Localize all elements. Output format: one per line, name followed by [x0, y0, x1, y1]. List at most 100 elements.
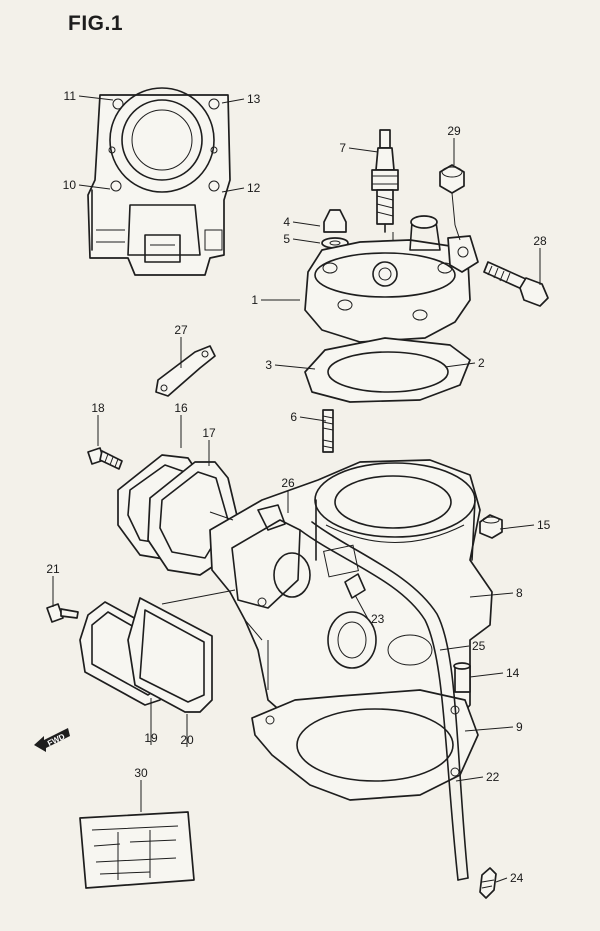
callout-number-3: 3: [265, 358, 272, 372]
callout-number-17: 17: [202, 426, 216, 440]
callout-2: 2: [444, 356, 485, 370]
callout-leader-11: [78, 95, 114, 101]
callout-number-5: 5: [283, 232, 290, 246]
reed-cover-screw: [46, 603, 79, 623]
callout-number-25: 25: [472, 639, 486, 653]
callout-11: 11: [64, 89, 114, 103]
callout-3: 3: [265, 358, 316, 372]
callout-1: 1: [251, 293, 300, 307]
callout-21: 21: [46, 562, 60, 607]
callout-number-23: 23: [371, 612, 385, 626]
callout-number-30: 30: [134, 766, 148, 780]
callout-number-9: 9: [516, 720, 523, 734]
callout-23: 23: [354, 594, 385, 626]
spark-plug: [371, 129, 399, 233]
callout-8: 8: [469, 586, 523, 600]
callout-number-24: 24: [510, 871, 524, 885]
callout-leader-15: [499, 524, 535, 530]
callout-number-26: 26: [281, 476, 295, 490]
callout-16: 16: [174, 401, 188, 448]
oil-hose: [299, 521, 469, 881]
service-manual: [79, 811, 195, 889]
callout-leader-24: [495, 877, 508, 883]
reed-bolt: [87, 447, 123, 470]
callout-leader-25: [439, 645, 470, 651]
callout-28: 28: [533, 234, 547, 285]
cylinder-head: [304, 215, 479, 343]
callout-9: 9: [464, 720, 523, 734]
callout-number-29: 29: [447, 124, 461, 138]
head-gasket: [304, 337, 471, 403]
callout-leader-9: [464, 726, 514, 732]
callout-number-20: 20: [180, 733, 194, 747]
callout-leader-10: [78, 184, 111, 190]
callout-number-10: 10: [63, 178, 77, 192]
callout-19: 19: [144, 698, 158, 745]
cylinder-stud: [322, 409, 334, 453]
callout-number-11: 11: [64, 89, 77, 103]
callout-number-2: 2: [478, 356, 485, 370]
callout-leader-14: [469, 672, 504, 678]
fwd-label: FWD: [46, 732, 67, 748]
callout-25: 25: [439, 639, 486, 653]
callout-29: 29: [447, 124, 461, 165]
cylinder-nut: [479, 514, 503, 539]
callout-30: 30: [134, 766, 148, 812]
reed-valve-gasket: [127, 597, 213, 713]
callout-leader-23: [354, 594, 369, 620]
callout-number-4: 4: [283, 215, 290, 229]
callout-number-16: 16: [174, 401, 188, 415]
callout-14: 14: [469, 666, 520, 680]
head-bolt: [483, 261, 549, 307]
cylinder-base-gasket: [251, 689, 479, 801]
callout-number-21: 21: [46, 562, 60, 576]
callout-number-13: 13: [247, 92, 261, 106]
callout-number-19: 19: [144, 731, 158, 745]
callout-26: 26: [281, 476, 295, 513]
callout-18: 18: [91, 401, 105, 446]
callout-17: 17: [202, 426, 216, 466]
callout-24: 24: [495, 871, 524, 885]
callout-leader-12: [221, 187, 245, 193]
callout-number-8: 8: [516, 586, 523, 600]
callout-leader-8: [469, 592, 514, 598]
callout-leader-3: [274, 364, 316, 370]
callout-leader-5: [292, 238, 321, 244]
callout-number-7: 7: [339, 141, 346, 155]
cable-bracket: [155, 345, 216, 397]
head-nut: [439, 164, 465, 226]
callout-10: 10: [63, 178, 111, 192]
callout-leader-2: [444, 362, 476, 368]
callout-7: 7: [339, 141, 379, 155]
callout-5: 5: [283, 232, 321, 246]
callout-13: 13: [221, 92, 261, 106]
callout-number-15: 15: [537, 518, 551, 532]
callout-leader-13: [221, 98, 245, 104]
callout-leader-4: [292, 221, 321, 227]
callout-number-14: 14: [506, 666, 520, 680]
callout-15: 15: [499, 518, 551, 532]
callout-number-18: 18: [91, 401, 105, 415]
cylinder-head-top-view: [87, 87, 231, 276]
hose-fitting: [479, 867, 497, 899]
callout-leader-7: [348, 147, 379, 153]
assembly-lines: [161, 224, 461, 605]
callout-4: 4: [283, 215, 321, 229]
callout-number-22: 22: [486, 770, 500, 784]
callout-leader-6: [299, 416, 327, 422]
callout-number-6: 6: [290, 410, 297, 424]
callout-leader-22: [455, 776, 484, 782]
cap-nut-and-washer: [321, 209, 349, 249]
forward-arrow-icon: FWD: [34, 728, 70, 752]
callout-27: 27: [174, 323, 188, 368]
callout-12: 12: [221, 181, 261, 195]
dowel-collar: [453, 662, 471, 693]
callout-22: 22: [455, 770, 500, 784]
callout-6: 6: [290, 410, 327, 424]
callout-number-28: 28: [533, 234, 547, 248]
callout-number-27: 27: [174, 323, 188, 337]
callout-20: 20: [180, 714, 194, 747]
